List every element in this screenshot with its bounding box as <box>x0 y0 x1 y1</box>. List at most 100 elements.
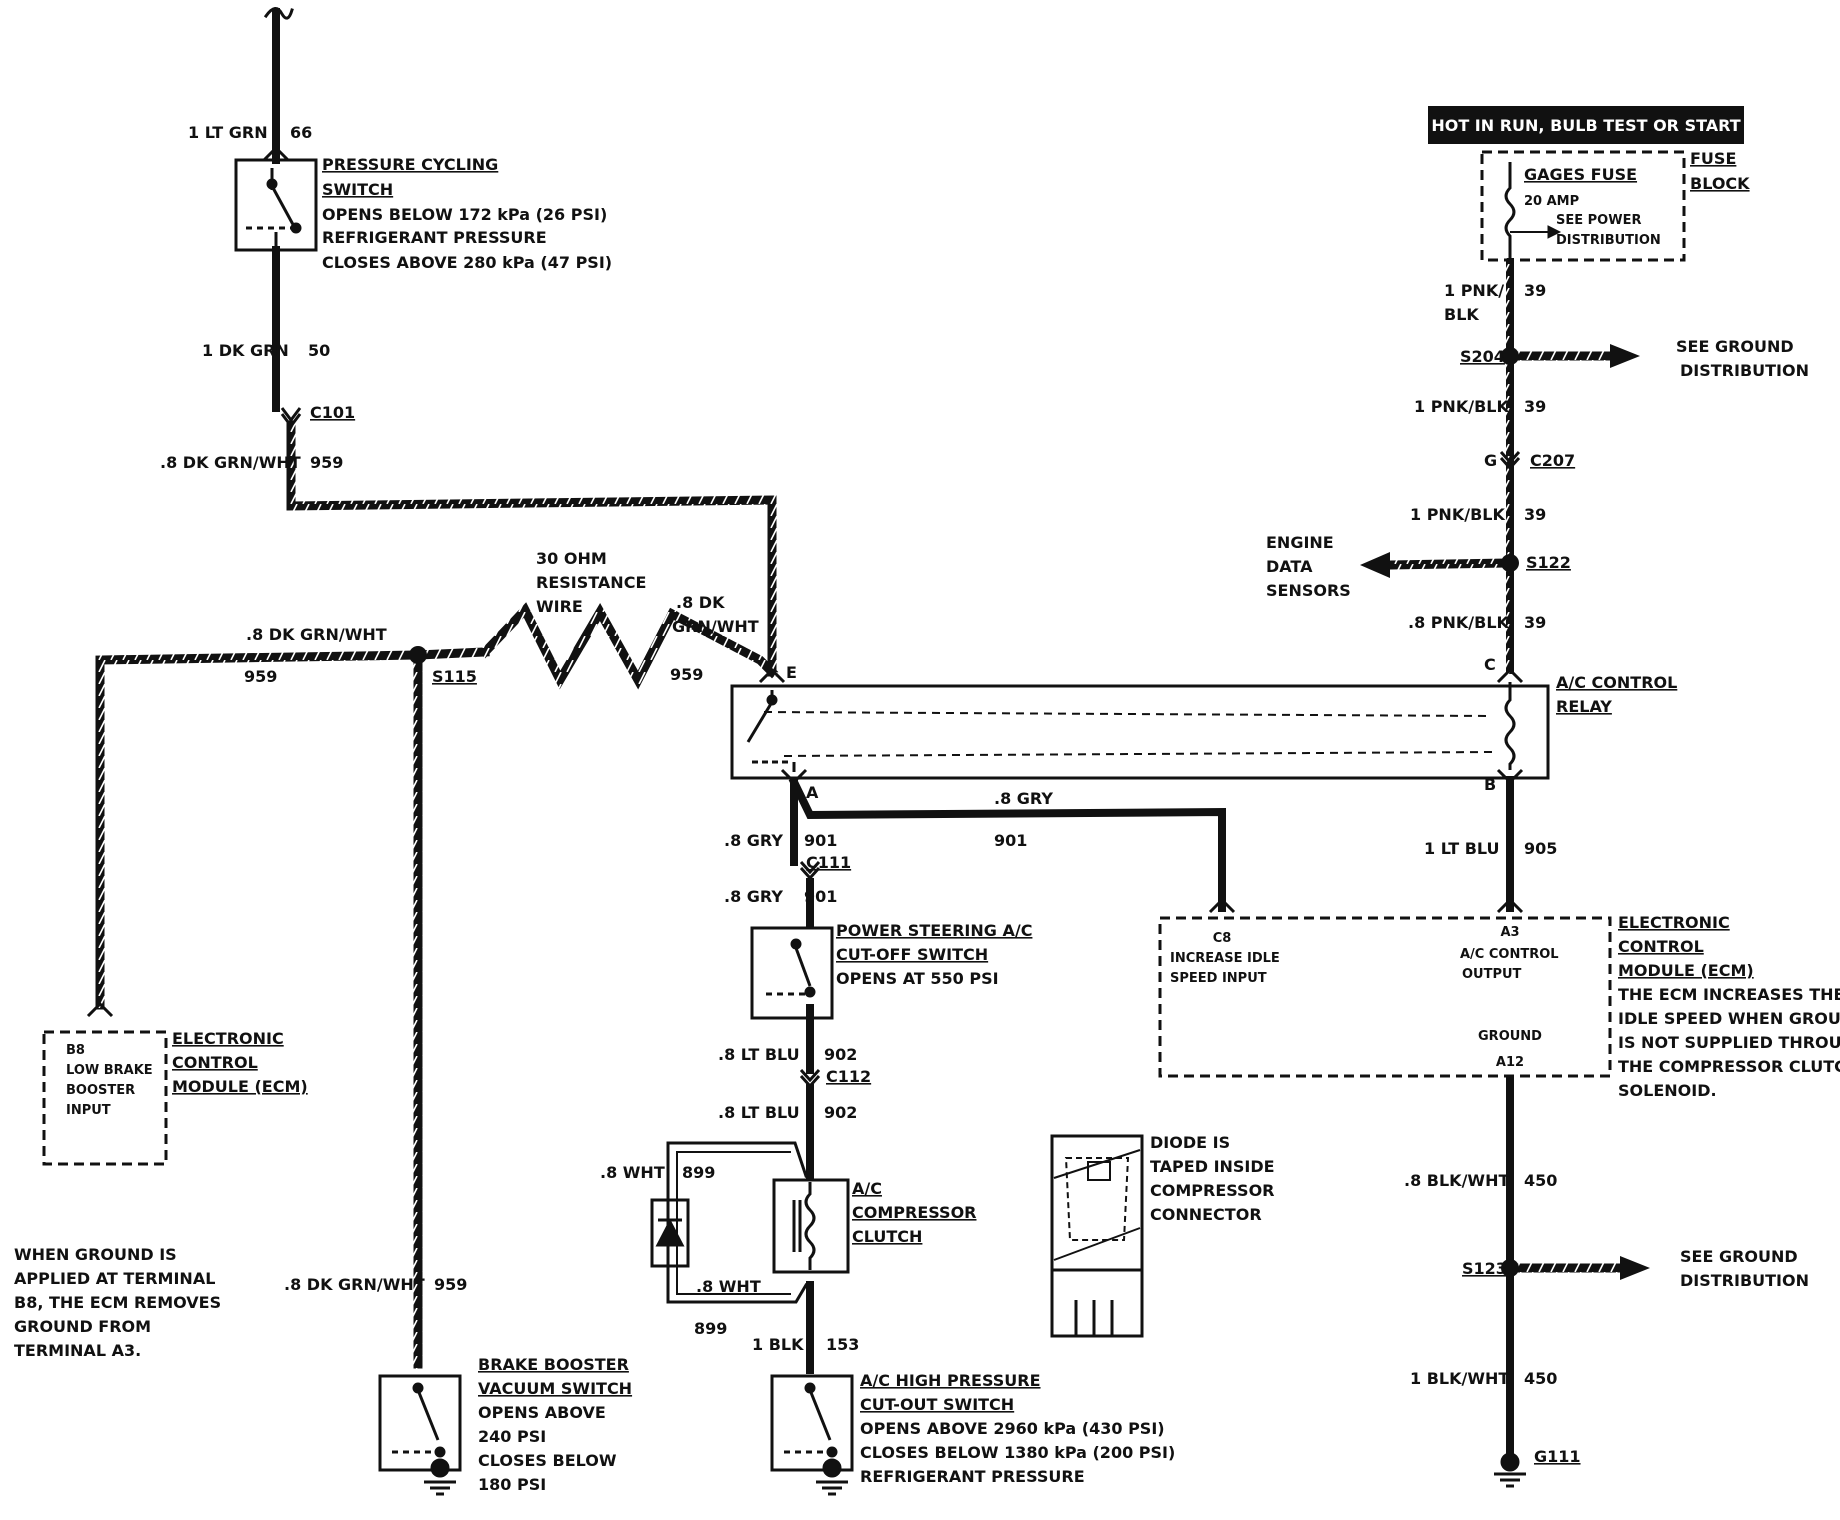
ecm-right-note-4: THE COMPRESSOR CLUTCH <box>1618 1057 1840 1076</box>
circuit-901-a: 901 <box>994 831 1027 850</box>
circuit-901-b: 901 <box>804 831 837 850</box>
wire-gry-901-to-c8 <box>788 776 1226 912</box>
ps-switch-label-1: POWER STEERING A/C <box>836 921 1032 940</box>
wire-label-dk-grn: 1 DK GRN <box>202 341 289 360</box>
ac-control-relay <box>730 682 1550 780</box>
wire-break-symbol <box>263 7 294 20</box>
see-ground-2a: SEE GROUND <box>1680 1247 1798 1266</box>
circuit-902-b: 902 <box>824 1103 857 1122</box>
brake-booster-switch <box>378 1374 462 1496</box>
circuit-450-a: 450 <box>1524 1171 1557 1190</box>
wire-label-lt-blu-905: 1 LT BLU <box>1424 839 1500 858</box>
banner-text: HOT IN RUN, BULB TEST OR START <box>1431 116 1740 135</box>
wire-s122-arrow-shaft <box>1385 558 1515 570</box>
ground-g111-label: G111 <box>1534 1447 1581 1466</box>
high-pressure-switch <box>770 1374 854 1496</box>
circuit-39-a: 39 <box>1524 281 1546 300</box>
ps-switch-label-2: CUT-OFF SWITCH <box>836 945 988 964</box>
ecm-right-title-3: MODULE (ECM) <box>1618 961 1754 980</box>
pressure-cycling-switch <box>234 158 318 252</box>
ecm-right-box <box>1158 916 1612 1078</box>
relay-label-2: RELAY <box>1556 697 1612 716</box>
circuit-959-b: 959 <box>670 665 703 684</box>
connector-c112-label: C112 <box>826 1067 871 1086</box>
compressor-label-2: COMPRESSOR <box>852 1203 977 1222</box>
pcs-line-5: CLOSES ABOVE 280 kPa (47 PSI) <box>322 253 612 272</box>
diode-connector-illustration <box>1050 1134 1144 1338</box>
terminal-b-label: B <box>1484 775 1496 794</box>
ecm-left-line-1: LOW BRAKE <box>66 1063 153 1078</box>
wire-label-pnk-blk-a2: BLK <box>1444 305 1479 324</box>
engine-label-2: DATA <box>1266 557 1313 576</box>
resistance-label-1: 30 OHM <box>536 549 607 568</box>
ecm-left-line-3: INPUT <box>66 1103 111 1118</box>
left-note-5: TERMINAL A3. <box>14 1341 141 1360</box>
wire-label-lt-grn: 1 LT GRN <box>188 123 268 142</box>
wire-label-dk-grn-wht-b1: .8 DK <box>676 593 725 612</box>
compressor-label-1: A/C <box>852 1179 882 1198</box>
ecm-right-note-2: IDLE SPEED WHEN GROUND <box>1618 1009 1840 1028</box>
splice-dots <box>409 347 1519 1277</box>
diode-note-4: CONNECTOR <box>1150 1205 1262 1224</box>
relay-label-1: A/C CONTROL <box>1556 673 1677 692</box>
hot-in-run-banner <box>1428 106 1744 144</box>
wire-label-dk-grn-wht-b2: GRN/WHT <box>672 617 759 636</box>
splice-s204 <box>1501 347 1519 365</box>
connector-c111 <box>799 860 821 881</box>
splice-s122 <box>1501 554 1519 572</box>
see-ground-1a: SEE GROUND <box>1676 337 1794 356</box>
connector-c207 <box>1499 450 1521 471</box>
fuse-note-1: SEE POWER <box>1556 213 1641 228</box>
wire-label-lt-blu-a: .8 LT BLU <box>718 1045 800 1064</box>
ecm-left-title-2: CONTROL <box>172 1053 258 1072</box>
connector-c101 <box>280 407 302 429</box>
hp-switch-label-5: REFRIGERANT PRESSURE <box>860 1467 1085 1486</box>
wire-label-dk-grn-wht-d: .8 DK GRN/WHT <box>284 1275 425 1294</box>
bb-switch-label-5: CLOSES BELOW <box>478 1451 617 1470</box>
wire-label-pnk-blk-d: .8 PNK/BLK <box>1408 613 1510 632</box>
circuit-39-c: 39 <box>1524 505 1546 524</box>
pcs-title-1: PRESSURE CYCLING <box>322 155 498 174</box>
circuit-899-b: 899 <box>694 1319 727 1338</box>
circuit-901-c: 901 <box>804 887 837 906</box>
terminal-e <box>758 667 786 684</box>
wire-group <box>95 7 1625 1466</box>
splice-s115-label: S115 <box>432 667 477 686</box>
connector-c101-label: C101 <box>310 403 355 422</box>
engine-label-3: SENSORS <box>1266 581 1351 600</box>
wire-label-lt-blu-b: .8 LT BLU <box>718 1103 800 1122</box>
wire-label-gry-c: .8 GRY <box>724 887 783 906</box>
terminal-a <box>780 768 808 785</box>
ecm-left-line-2: BOOSTER <box>66 1083 135 1098</box>
power-steering-switch <box>750 926 834 1020</box>
circuit-899-a: 899 <box>682 1163 715 1182</box>
terminal-b <box>1496 768 1524 785</box>
pcs-line-4: REFRIGERANT PRESSURE <box>322 228 547 247</box>
relay-coil <box>1504 682 1516 770</box>
splice-s123 <box>1501 1259 1519 1277</box>
circuit-450-b: 450 <box>1524 1369 1557 1388</box>
terminal-c-label: C <box>1484 655 1496 674</box>
circuit-39-b: 39 <box>1524 397 1546 416</box>
wire-wht-899-loop <box>666 1141 809 1304</box>
hp-switch-label-1: A/C HIGH PRESSURE <box>860 1371 1041 1390</box>
arrow-s122 <box>1360 552 1390 578</box>
bb-switch-label-1: BRAKE BOOSTER <box>478 1355 629 1374</box>
connector-symbols <box>86 145 1524 1089</box>
wire-label-blk: 1 BLK <box>752 1335 804 1354</box>
wire-label-wht-a: .8 WHT <box>600 1163 665 1182</box>
terminal-b8 <box>86 1001 114 1018</box>
ecm-a3-line-1: A/C CONTROL <box>1460 947 1559 962</box>
ecm-c8-line-1: INCREASE IDLE <box>1170 951 1280 966</box>
ecm-right-note-5: SOLENOID. <box>1618 1081 1717 1100</box>
see-ground-2b: DISTRIBUTION <box>1680 1271 1809 1290</box>
ecm-a12-label: A12 <box>1496 1055 1524 1070</box>
wire-959-upper <box>286 420 777 677</box>
arrowheads <box>1360 344 1650 1280</box>
left-note-3: B8, THE ECM REMOVES <box>14 1293 221 1312</box>
connector-g-label: G <box>1484 451 1497 470</box>
wire-label-blk-wht-a: .8 BLK/WHT <box>1404 1171 1509 1190</box>
ps-switch-label-3: OPENS AT 550 PSI <box>836 969 999 988</box>
diode-note-2: TAPED INSIDE <box>1150 1157 1275 1176</box>
